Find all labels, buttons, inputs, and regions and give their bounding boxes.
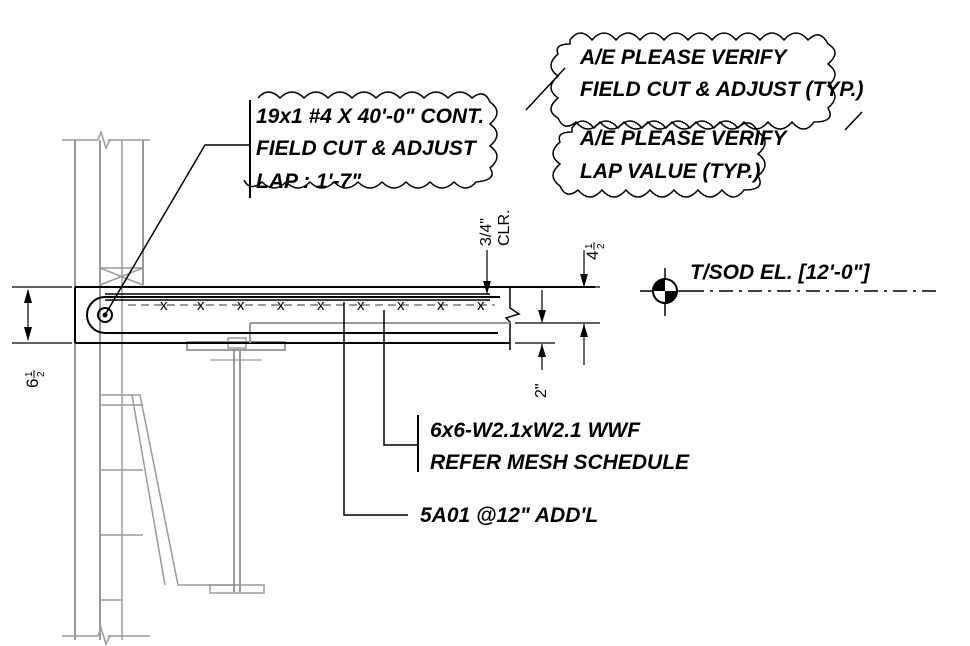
slab-depth-frac-den: 2 bbox=[36, 371, 47, 377]
deck-depth-whole: 4 bbox=[583, 251, 602, 260]
slab-depth-dimension: 6 1 2 bbox=[12, 286, 72, 388]
mesh-marker: x bbox=[197, 297, 205, 314]
callout-2-line-2: LAP VALUE (TYP.) bbox=[580, 160, 760, 183]
elevation-label: T/SOD EL. [12'-0"] bbox=[690, 261, 870, 284]
callout-1-line-2: FIELD CUT & ADJUST (TYP.) bbox=[580, 78, 864, 101]
rib-dimension: 2" bbox=[533, 290, 550, 398]
concrete-slab bbox=[74, 286, 595, 350]
elevation-marker: T/SOD EL. [12'-0"] bbox=[640, 261, 940, 316]
callout-2-line-1: A/E PLEASE VERIFY bbox=[579, 127, 789, 150]
deck-depth-frac-den: 2 bbox=[596, 243, 607, 249]
cover-value: 3/4" bbox=[478, 218, 495, 246]
wwf-mesh: x x x x x x x x x bbox=[128, 297, 495, 314]
rebar-note-line-3: LAP : 1'-7" bbox=[256, 170, 362, 193]
mesh-marker: x bbox=[357, 297, 365, 314]
masonry-wall bbox=[62, 129, 236, 646]
mesh-marker: x bbox=[397, 297, 405, 314]
rebar-note-line-2: FIELD CUT & ADJUST bbox=[256, 137, 478, 160]
callout-1-line-1: A/E PLEASE VERIFY bbox=[579, 46, 789, 69]
addl-bars-note: 5A01 @12" ADD'L bbox=[420, 504, 598, 527]
deck-depth-frac-num: 1 bbox=[584, 243, 595, 249]
mesh-marker: x bbox=[437, 297, 445, 314]
leaders bbox=[104, 100, 419, 516]
steel-beam bbox=[186, 337, 286, 594]
deck-depth-dimension: 4 1 2 bbox=[515, 242, 607, 365]
mesh-marker: x bbox=[477, 297, 485, 314]
cover-dimension: 3/4" CLR. bbox=[478, 210, 513, 294]
rebar-note-line-1: 19x1 #4 X 40'-0" CONT. bbox=[256, 105, 484, 128]
mesh-marker: x bbox=[317, 297, 325, 314]
clr-label: CLR. bbox=[496, 210, 513, 246]
mesh-marker: x bbox=[160, 297, 168, 314]
rib-value: 2" bbox=[533, 383, 550, 398]
revision-cloud-1: A/E PLEASE VERIFY FIELD CUT & ADJUST (TY… bbox=[525, 32, 864, 130]
revision-cloud-2: A/E PLEASE VERIFY LAP VALUE (TYP.) bbox=[552, 111, 863, 198]
slab-depth-frac-num: 1 bbox=[24, 371, 35, 377]
edge-rebar-icon bbox=[97, 307, 113, 323]
mesh-note-line-2: REFER MESH SCHEDULE bbox=[430, 451, 690, 474]
slab-depth-whole: 6 bbox=[23, 379, 42, 388]
mesh-note-line-1: 6x6-W2.1xW2.1 WWF bbox=[430, 419, 641, 442]
mesh-marker: x bbox=[237, 297, 245, 314]
mesh-marker: x bbox=[277, 297, 285, 314]
rebar-note-cloud bbox=[243, 91, 498, 189]
